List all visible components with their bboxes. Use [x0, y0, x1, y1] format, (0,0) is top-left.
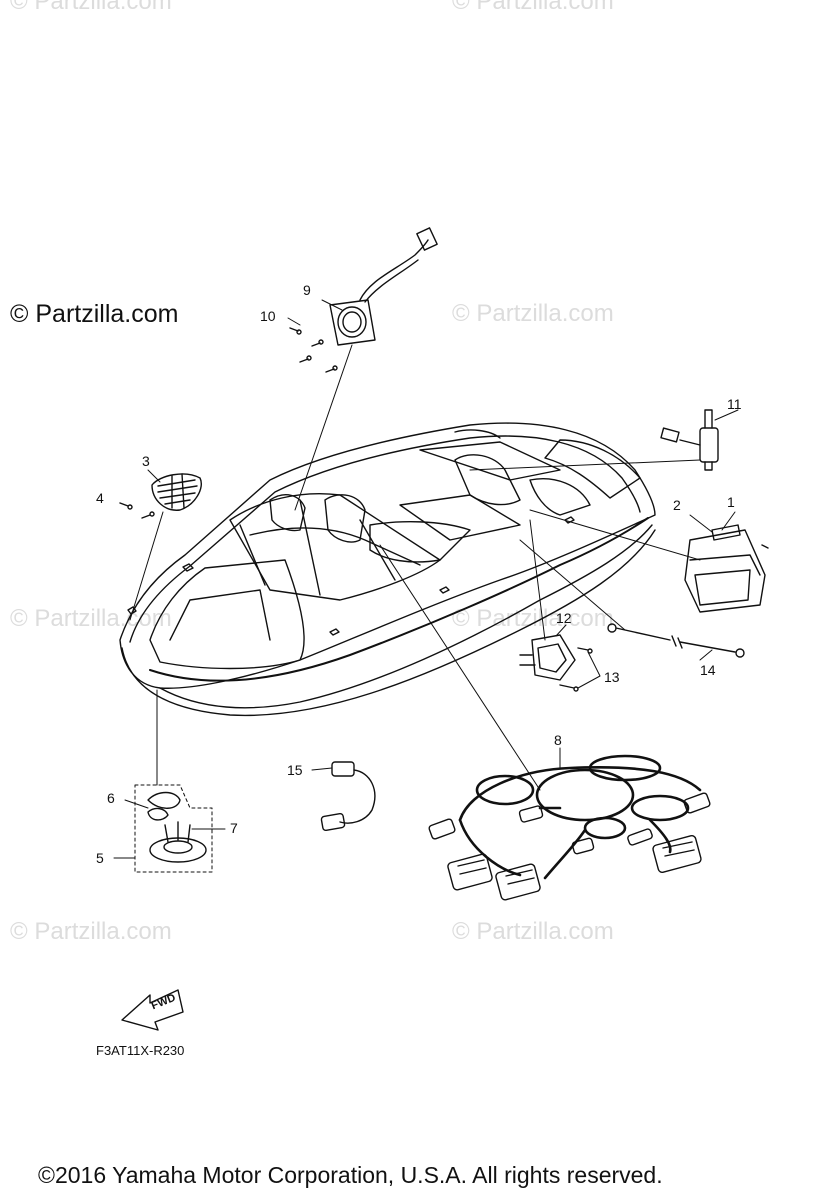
leader-8-to-hull	[379, 544, 541, 791]
watermark: © Partzilla.com	[452, 0, 614, 15]
leader-10	[287, 317, 301, 326]
part-12-switch-box	[519, 634, 576, 681]
part-4-screws	[119, 502, 155, 519]
diagram-code: F3AT11X-R230	[96, 1043, 185, 1058]
leader-13	[577, 651, 601, 689]
leader-9-to-hull	[294, 344, 353, 511]
part-3-grille	[151, 473, 202, 511]
callout-6: 6	[107, 790, 115, 806]
watermark: © Partzilla.com	[452, 300, 614, 327]
leader-2	[689, 514, 713, 533]
callout-14: 14	[700, 662, 716, 678]
callout-2: 2	[673, 497, 681, 513]
leader-1	[721, 511, 736, 531]
fwd-arrow-icon	[121, 989, 184, 1031]
callout-5: 5	[96, 850, 104, 866]
leader-box-to-hull	[529, 509, 701, 561]
part-11-sensor	[660, 409, 719, 471]
callout-8: 8	[554, 732, 562, 748]
watermark: © Partzilla.com	[10, 605, 172, 632]
part-8-connectors	[428, 792, 711, 901]
partzilla-brand: © Partzilla.com	[10, 300, 179, 328]
leader-15	[311, 767, 333, 771]
leader-14-to-hull	[519, 539, 626, 631]
leader-11	[714, 409, 739, 421]
part-8-wire-harness	[458, 754, 702, 880]
part-15-sensor-lead	[320, 761, 376, 832]
part-5-7-assembly-box	[134, 784, 213, 873]
leader-14	[699, 649, 713, 661]
callout-9: 9	[303, 282, 311, 298]
part-5-plug-base	[149, 821, 207, 863]
copyright-notice: ©2016 Yamaha Motor Corporation, U.S.A. A…	[38, 1162, 663, 1188]
callout-10: 10	[260, 308, 276, 324]
watermark: © Partzilla.com	[452, 918, 614, 945]
watermark: © Partzilla.com	[10, 918, 172, 945]
watermark: © Partzilla.com	[10, 0, 172, 15]
part-13-screws	[559, 647, 593, 692]
part-10-screws	[289, 327, 338, 373]
part-14-cable	[607, 623, 745, 658]
callout-12: 12	[556, 610, 572, 626]
callout-4: 4	[96, 490, 104, 506]
part-6-cap	[147, 791, 181, 821]
callout-13: 13	[604, 669, 620, 685]
callout-11: 11	[727, 396, 742, 412]
leader-12	[555, 624, 567, 637]
leader-12-to-hull	[529, 519, 546, 641]
callout-1: 1	[727, 494, 735, 510]
leader-11-to-hull	[469, 459, 701, 471]
part-1-2-battery-box	[684, 524, 769, 613]
leader-3-to-hull	[129, 511, 164, 621]
part-9-speaker	[329, 227, 438, 346]
callout-7: 7	[230, 820, 238, 836]
callout-15: 15	[287, 762, 303, 778]
callout-3: 3	[142, 453, 150, 469]
leader-9	[321, 299, 343, 311]
leader-6	[124, 799, 149, 809]
watermark: © Partzilla.com	[452, 605, 614, 632]
boat-hull	[119, 422, 656, 717]
leader-3	[147, 469, 161, 483]
